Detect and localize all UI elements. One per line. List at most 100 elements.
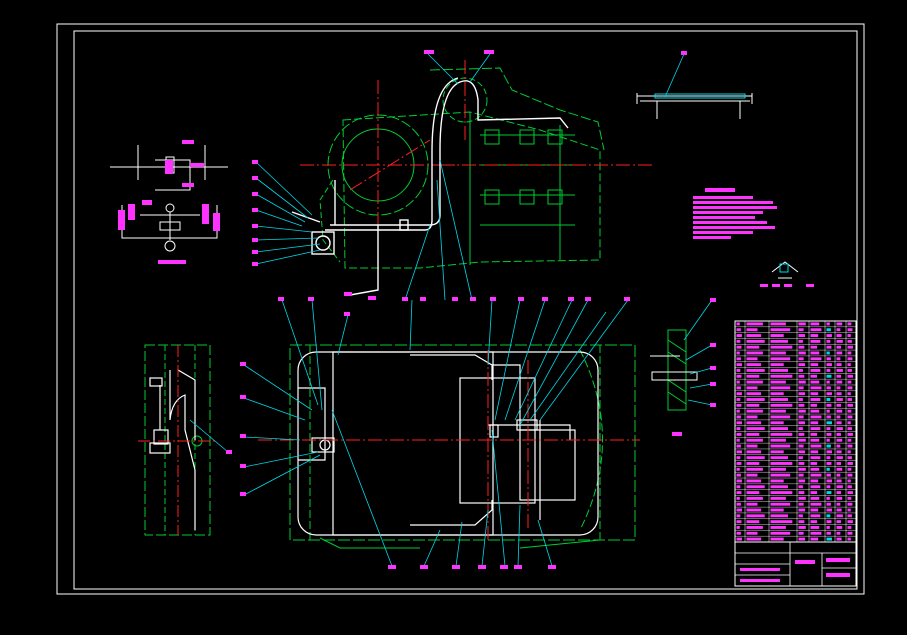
parts-list-cell xyxy=(736,380,740,384)
parts-list-cell xyxy=(736,398,741,401)
parts-list-cell xyxy=(836,479,842,483)
section-detail-right xyxy=(650,298,716,436)
parts-list-cell xyxy=(826,357,831,361)
parts-list-cell xyxy=(847,537,851,541)
parts-list-cell xyxy=(810,322,820,326)
parts-list-cell xyxy=(836,438,843,442)
parts-list-cell xyxy=(826,467,830,471)
parts-list-cell xyxy=(847,368,852,372)
parts-list-cell xyxy=(746,444,758,448)
parts-list-cell xyxy=(798,485,803,489)
parts-list-cell xyxy=(736,392,742,396)
parts-list-cell xyxy=(810,444,822,448)
parts-list-cell xyxy=(798,368,803,372)
parts-list-cell xyxy=(770,386,791,390)
parts-list-cell xyxy=(847,467,852,471)
parts-list-cell xyxy=(798,502,804,506)
parts-list-cell xyxy=(798,374,805,378)
parts-list-cell xyxy=(810,537,819,541)
parts-list-cell xyxy=(736,415,741,419)
parts-list-table xyxy=(734,320,857,543)
parts-list-cell xyxy=(826,537,832,541)
parts-list-cell xyxy=(810,438,820,442)
parts-list-cell xyxy=(847,415,853,419)
parts-list-cell xyxy=(798,328,804,332)
parts-list-cell xyxy=(836,485,843,489)
parts-list-cell xyxy=(847,432,853,436)
parts-list-cell xyxy=(770,334,784,337)
parts-list-cell xyxy=(826,485,831,489)
parts-list-cell xyxy=(746,508,762,512)
parts-list-cell xyxy=(736,444,741,448)
parts-list-cell xyxy=(826,380,830,384)
parts-list-cell xyxy=(826,438,830,442)
parts-list-cell xyxy=(736,368,741,372)
parts-list-cell xyxy=(810,462,818,465)
parts-list-cell xyxy=(847,502,853,506)
parts-list-cell xyxy=(736,427,741,431)
parts-list-cell xyxy=(746,374,760,378)
parts-list-cell xyxy=(798,322,806,326)
parts-list-cell xyxy=(847,380,852,384)
parts-list-cell xyxy=(736,374,742,378)
parts-list-cell xyxy=(770,403,793,407)
parts-list-cell xyxy=(770,520,793,524)
parts-list-cell xyxy=(826,415,831,419)
parts-list-cell xyxy=(810,456,821,460)
parts-list-cell xyxy=(798,462,805,465)
parts-list-cell xyxy=(836,531,841,535)
parts-list-cell xyxy=(736,351,740,355)
parts-list-cell xyxy=(810,328,822,332)
parts-list-cell xyxy=(810,403,818,407)
parts-list-cell xyxy=(847,392,851,396)
parts-list-cell xyxy=(836,526,843,529)
parts-list-cell xyxy=(836,496,843,500)
parts-list-cell xyxy=(810,467,820,471)
parts-list-cell xyxy=(736,496,740,500)
parts-list-cell xyxy=(736,473,741,477)
parts-list-cell xyxy=(746,421,762,425)
parts-list-cell xyxy=(826,374,832,378)
parts-list-cell xyxy=(847,322,852,326)
parts-list-cell xyxy=(798,491,805,495)
parts-list-cell xyxy=(736,334,742,337)
parts-list-cell xyxy=(847,526,852,529)
parts-list-cell xyxy=(810,479,819,483)
parts-list-cell xyxy=(826,363,832,367)
parts-list-cell xyxy=(810,374,818,378)
parts-list-cell xyxy=(810,421,819,425)
parts-list-cell xyxy=(836,386,841,390)
parts-list-cell xyxy=(847,409,852,413)
parts-list-cell xyxy=(810,415,822,419)
parts-list-cell xyxy=(826,339,831,343)
parts-list-cell xyxy=(847,363,851,367)
parts-list-cell xyxy=(847,485,852,489)
parts-list-cell xyxy=(798,450,806,454)
parts-list-cell xyxy=(746,368,765,372)
parts-list-cell xyxy=(826,368,831,372)
parts-list-cell xyxy=(798,467,806,471)
parts-list-cell xyxy=(746,432,760,436)
parts-list-cell xyxy=(836,345,841,349)
parts-list-cell xyxy=(798,392,806,396)
parts-list-cell xyxy=(798,351,806,355)
parts-list-cell xyxy=(810,409,820,413)
parts-list-cell xyxy=(770,496,786,500)
parts-list-cell xyxy=(798,537,806,541)
parts-list-cell xyxy=(798,520,805,524)
parts-list-cell xyxy=(810,334,819,337)
schematic-tags xyxy=(118,140,220,264)
parts-list-cell xyxy=(847,496,852,500)
parts-list-cell xyxy=(770,537,784,541)
parts-list-cell xyxy=(836,427,843,431)
plan-view-lower xyxy=(240,297,640,569)
parts-list-cell xyxy=(810,473,822,477)
parts-list-cell xyxy=(836,467,843,471)
parts-list-cell xyxy=(826,473,831,477)
parts-list-cell xyxy=(736,322,740,326)
parts-list-cell xyxy=(798,473,804,477)
parts-list-cell xyxy=(798,456,803,460)
parts-list-cell xyxy=(798,363,806,367)
parts-list-cell xyxy=(746,334,762,337)
